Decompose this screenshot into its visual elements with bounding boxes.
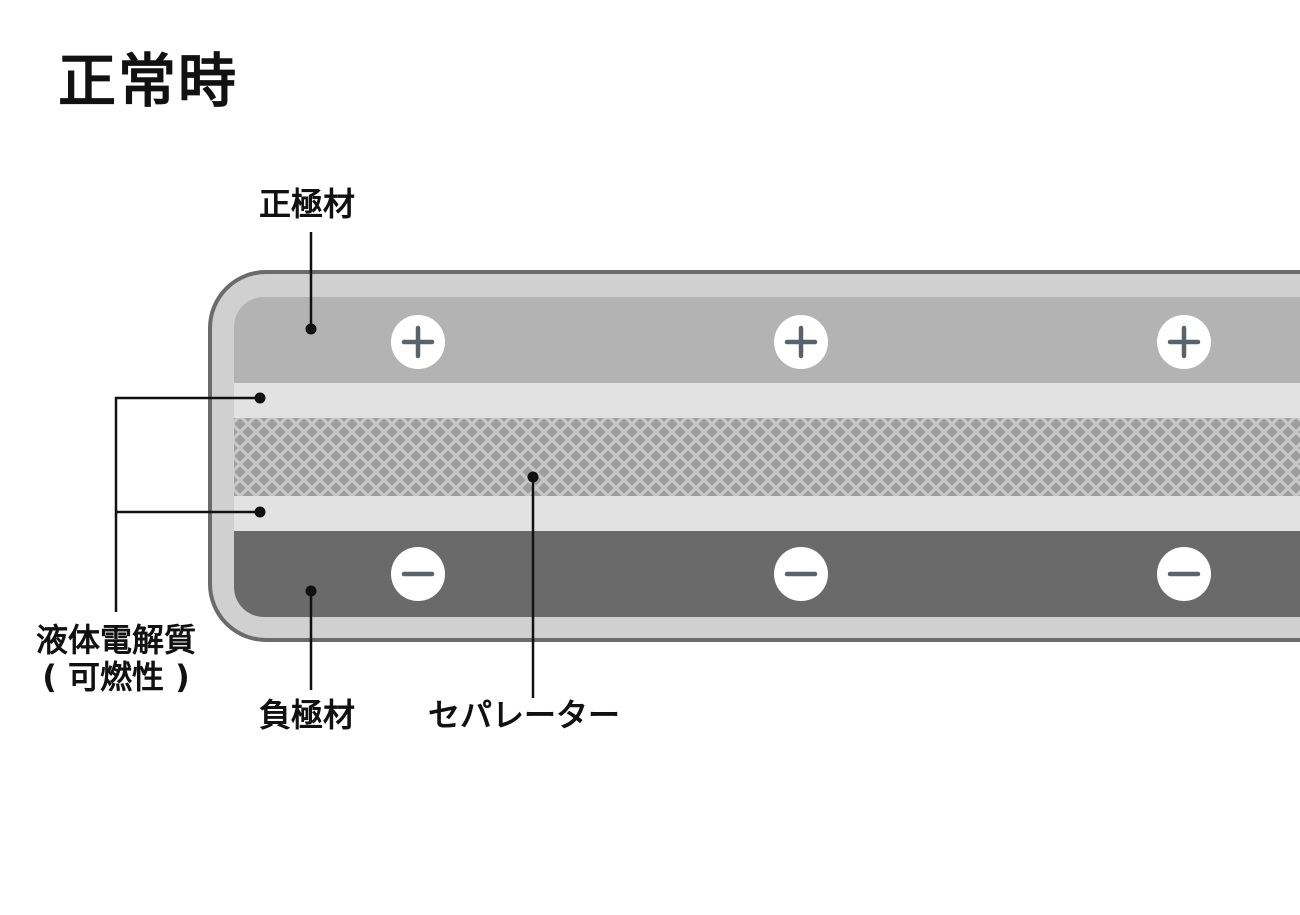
electrolyte-label: 液体電解質 ( 可燃性 ) [26, 622, 206, 696]
positive-charge-markers [391, 315, 1211, 369]
electrolyte-leader [114, 396, 260, 612]
minus-icon [774, 547, 828, 601]
separator-label: セパレーター [428, 696, 621, 734]
separator-layer [234, 418, 1300, 496]
minus-icon [1157, 547, 1211, 601]
plus-icon [391, 315, 445, 369]
plus-icon [774, 315, 828, 369]
positive-electrode-label: 正極材 [259, 185, 356, 223]
electrolyte-upper-dot [254, 392, 266, 404]
separator-dot [527, 471, 539, 483]
negative-electrode-dot [305, 585, 317, 597]
minus-icon [391, 547, 445, 601]
plus-icon [1157, 315, 1211, 369]
positive-electrode-dot [305, 323, 317, 335]
negative-electrode-label: 負極材 [259, 696, 356, 734]
electrolyte-label-line2: ( 可燃性 ) [42, 657, 190, 696]
electrolyte-label-line1: 液体電解質 [35, 621, 196, 659]
page-title: 正常時 [58, 47, 239, 115]
electrolyte-lower-layer [234, 496, 1300, 531]
electrolyte-upper-layer [234, 383, 1300, 418]
negative-charge-markers [391, 547, 1211, 601]
electrolyte-lower-dot [254, 506, 266, 518]
